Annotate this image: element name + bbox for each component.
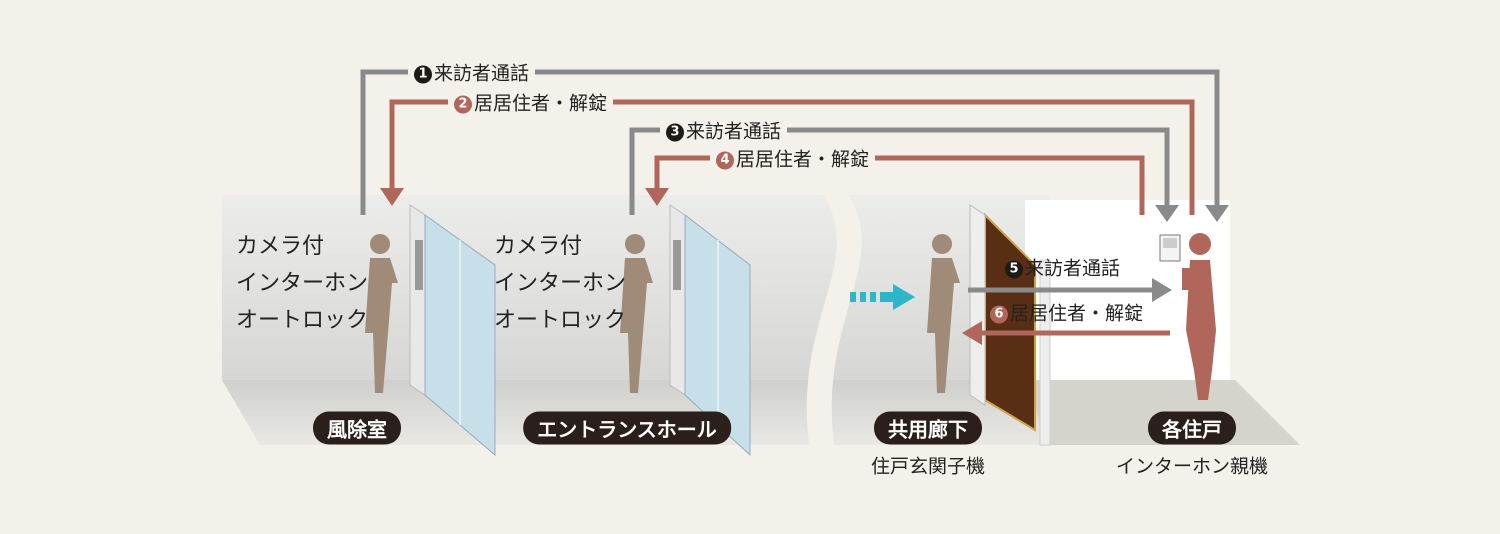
wave-break <box>806 190 862 450</box>
visitor-figures <box>365 234 960 393</box>
person-icon <box>927 234 960 393</box>
walk-arrow-icon <box>850 284 915 310</box>
resident-figure <box>1182 233 1216 400</box>
flow-arrow-3 <box>629 127 1170 215</box>
zone-label-entrance-hall: エントランスホール <box>523 411 731 445</box>
zone-label-vestibule: 風除室 <box>313 411 401 445</box>
flow-arrow-4 <box>654 155 1145 215</box>
device-label-master-unit: インターホン親機 <box>1115 455 1269 478</box>
intercom-monitor-icon <box>1159 234 1181 262</box>
device-label-door-station: 住戸玄関子機 <box>870 455 986 478</box>
intercom-text-2: カメラ付インターホンオートロック <box>494 234 627 333</box>
person-icon <box>365 234 398 393</box>
zone-label-corridor: 共用廊下 <box>874 411 982 445</box>
door-frame <box>969 204 986 406</box>
zone-label-unit: 各住戸 <box>1148 411 1236 445</box>
glass-door-2 <box>669 204 751 457</box>
arrowheads <box>380 188 1229 345</box>
intercom-text-1: カメラ付インターホンオートロック <box>236 234 369 333</box>
flow-arrow-2 <box>389 99 1195 215</box>
flow-arrow-1 <box>360 69 1220 215</box>
person-icon <box>620 234 653 393</box>
